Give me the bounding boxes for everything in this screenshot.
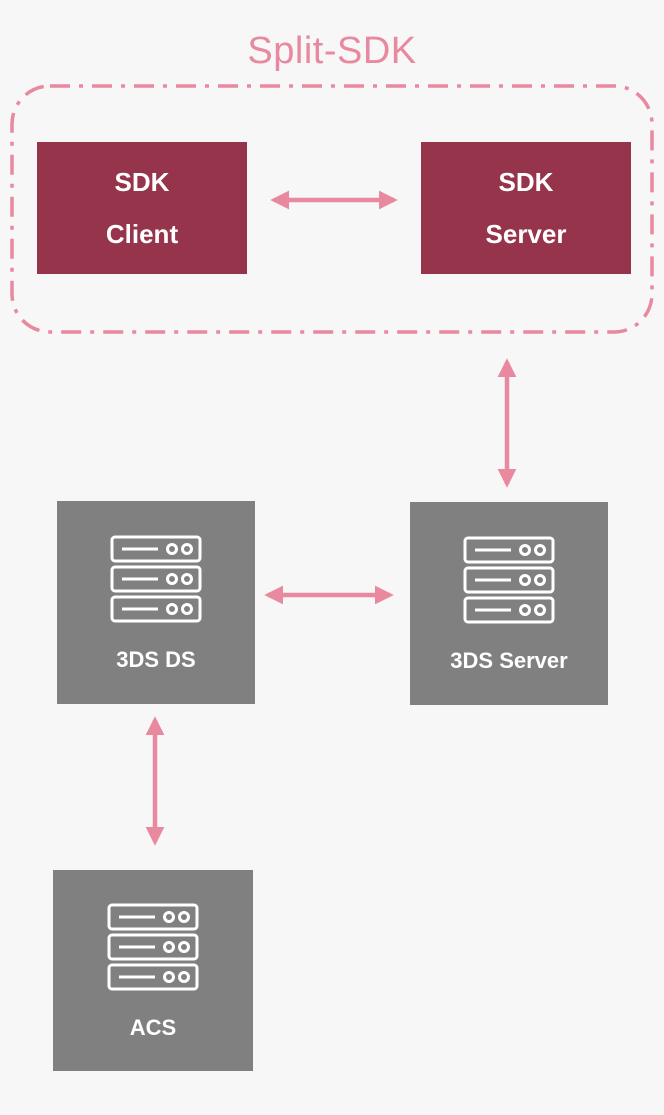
3ds-ds-label: 3DS DS xyxy=(116,646,196,672)
3ds-server-node: 3DS Server xyxy=(410,502,608,705)
server-rack-icon xyxy=(107,903,199,990)
3ds-ds-node: 3DS DS xyxy=(57,501,255,704)
sdk-server-node: SDK Server xyxy=(421,142,631,274)
sdk-client-node: SDK Client xyxy=(37,142,247,274)
sdk-client-label-line2: Client xyxy=(105,219,179,249)
sdk-server-label-line1: SDK xyxy=(498,167,554,197)
3ds-server-label: 3DS Server xyxy=(450,647,568,673)
acs-node: ACS xyxy=(53,870,253,1071)
server-rack-icon xyxy=(463,536,555,623)
acs-label: ACS xyxy=(129,1014,177,1040)
sdk-server-label-line2: Server xyxy=(485,219,567,249)
server-rack-icon xyxy=(110,535,202,622)
sdk-client-label-line1: SDK xyxy=(114,167,170,197)
split-sdk-title: Split-SDK xyxy=(247,30,417,72)
